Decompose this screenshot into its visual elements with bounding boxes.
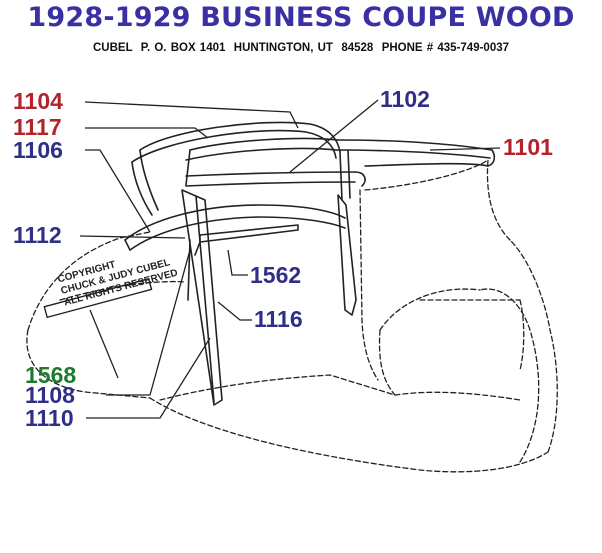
part-label-1101: 1101	[503, 134, 553, 160]
leader-lines	[79, 99, 501, 419]
part-label-1116: 1116	[254, 306, 303, 332]
part-label-1108: 1108	[25, 382, 75, 408]
part-label-1117: 1117	[13, 114, 62, 140]
part-1568-outline	[43, 277, 153, 319]
part-label-1568: 1568	[25, 362, 76, 388]
contact-info: CUBEL P. O. BOX 1401 HUNTINGTON, UT 8452…	[92, 42, 510, 54]
pillars	[181, 189, 357, 406]
part-label-1112: 1112	[13, 222, 62, 248]
page-title: 1928-1929 BUSINESS COUPE WOOD	[27, 2, 575, 33]
roof-wood	[131, 121, 496, 216]
part-label-1562: 1562	[250, 262, 301, 288]
belt-rail	[124, 204, 346, 256]
part-label-1104: 1104	[13, 88, 63, 114]
part-label-1110: 1110	[25, 405, 74, 431]
part-label-1102: 1102	[380, 86, 430, 112]
car-body-outline	[26, 159, 558, 473]
part-label-1106: 1106	[13, 137, 63, 163]
